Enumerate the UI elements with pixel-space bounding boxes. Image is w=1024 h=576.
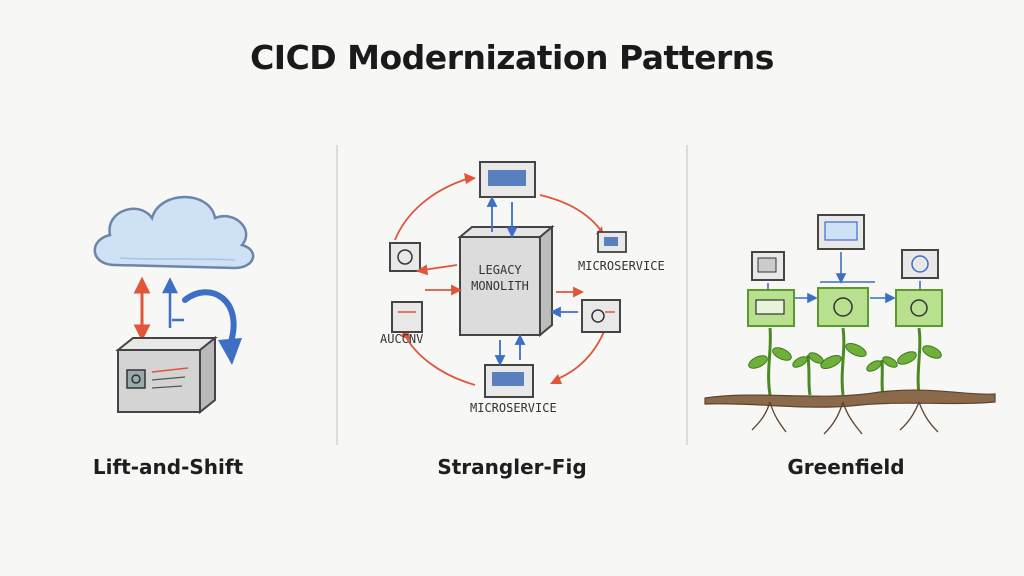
microservice-right-icon — [581, 299, 621, 333]
strangler-fig-panel: LEGACY MONOLITH AUCCNV — [360, 140, 670, 500]
plant-stems — [767, 327, 922, 396]
divider-left — [336, 145, 338, 445]
divider-right — [686, 145, 688, 445]
strangler-fig-illustration: LEGACY MONOLITH AUCCNV — [380, 161, 665, 415]
microservice-lower-left-icon — [391, 301, 423, 333]
lift-and-shift-caption: Lift-and-Shift — [92, 455, 244, 479]
greenfield-service-box-right — [895, 289, 943, 327]
server-box-icon — [115, 335, 218, 415]
monolith-label-line1: LEGACY — [478, 263, 522, 277]
greenfield-top-box-left — [751, 251, 785, 281]
greenfield-top-box-right — [901, 249, 939, 279]
lift-and-shift-panel — [60, 140, 320, 500]
blue-up-arrow-icon — [161, 277, 184, 328]
microservice-right-top-icon — [597, 231, 627, 253]
microservice-bottom-icon — [484, 364, 534, 398]
greenfield-service-box-center — [817, 287, 869, 327]
greenfield-illustration — [704, 214, 996, 435]
greenfield-caption: Greenfield — [787, 455, 905, 479]
red-double-arrow-icon — [133, 276, 151, 342]
left-service-label: AUCCNV — [380, 332, 423, 346]
right-service-label: MICROSERVICE — [578, 259, 665, 273]
blue-curved-arrow-icon — [182, 289, 237, 348]
plant-leaves — [748, 343, 942, 372]
cloud-icon — [93, 195, 255, 270]
legacy-monolith-box: LEGACY MONOLITH — [457, 224, 555, 338]
greenfield-panel — [700, 140, 1000, 500]
greenfield-service-box-left — [747, 289, 795, 327]
microservice-left-icon — [389, 242, 421, 272]
bottom-service-label: MICROSERVICE — [470, 401, 557, 415]
soil-ground — [704, 389, 996, 435]
lift-and-shift-illustration — [93, 195, 255, 415]
strangler-fig-caption: Strangler-Fig — [437, 455, 587, 479]
monolith-label-line2: MONOLITH — [471, 279, 529, 293]
diagram-title: CICD Modernization Patterns — [250, 38, 774, 77]
microservice-top-icon — [479, 161, 536, 198]
greenfield-top-box-center — [817, 214, 865, 250]
